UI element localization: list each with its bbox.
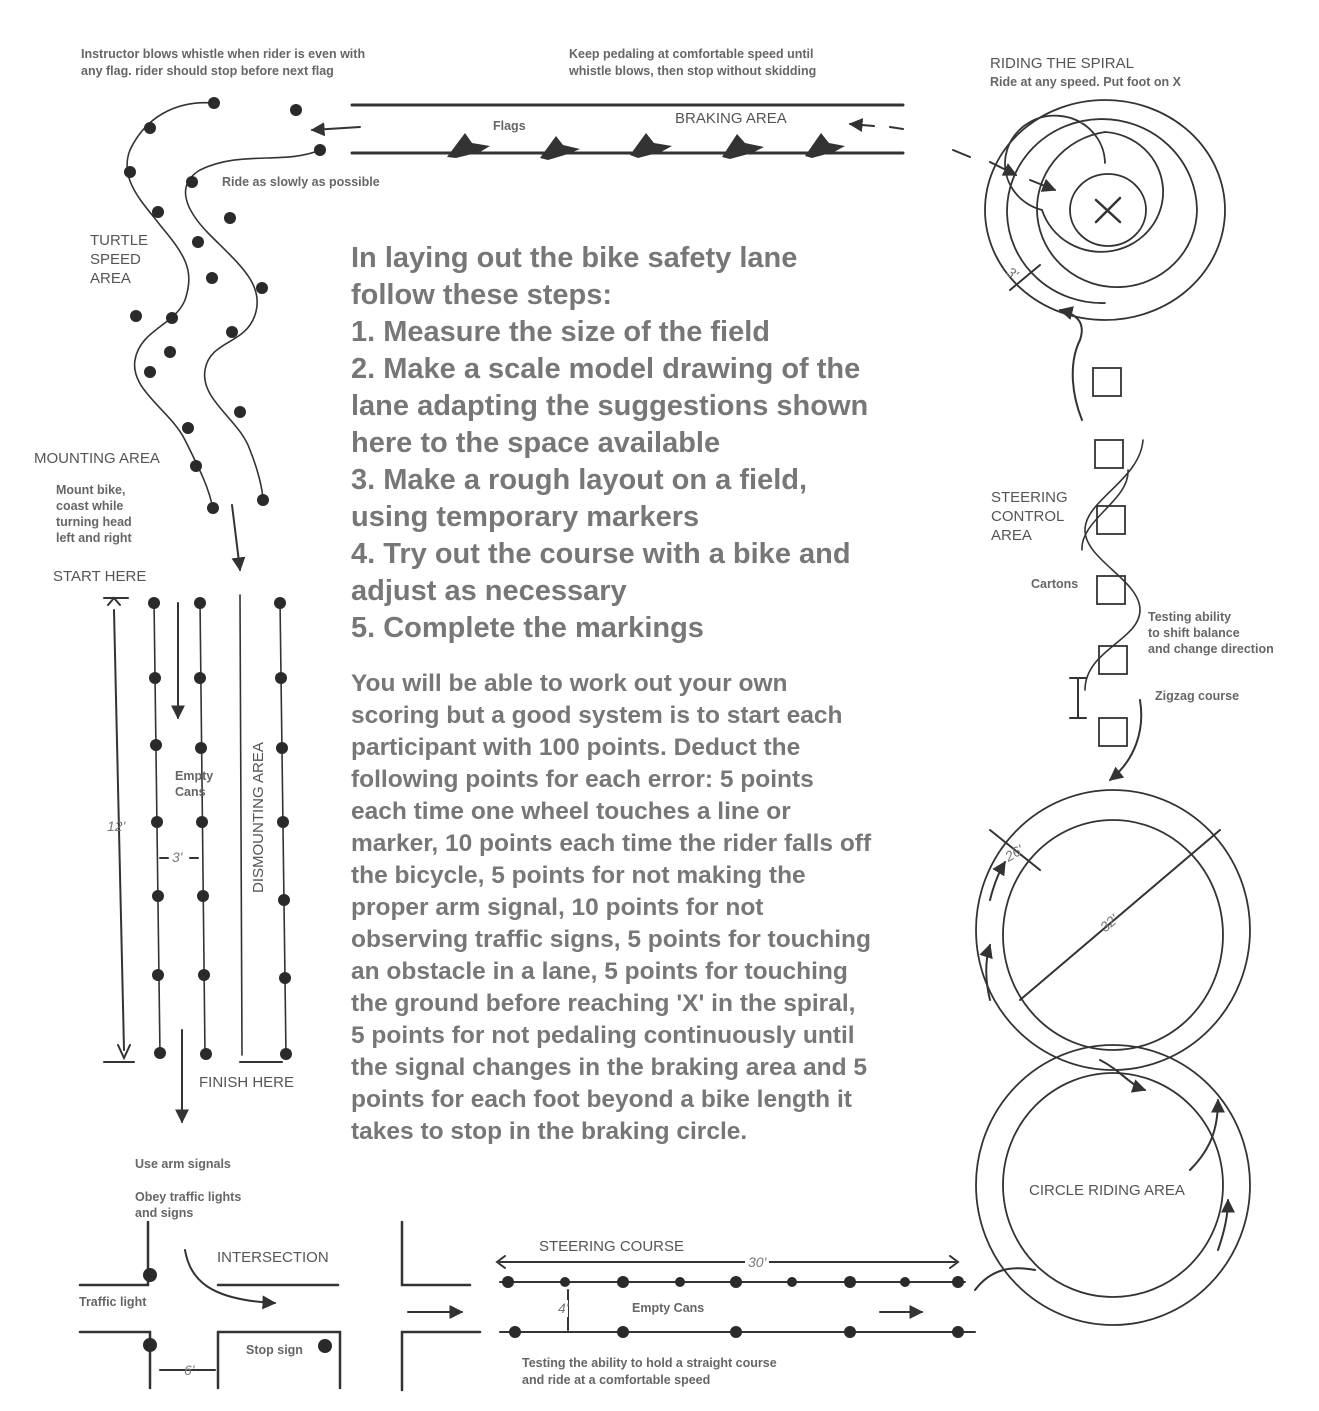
flag-markers (447, 133, 845, 160)
straight-course-note-line-1: Testing the ability to hold a straight c… (522, 1356, 777, 1370)
instructor-note-line-1: Instructor blows whistle when rider is e… (81, 47, 366, 61)
traffic-light-label: Traffic light (79, 1295, 147, 1309)
course-width-dimension: 4' (558, 1300, 569, 1317)
lane-width-dimension: 3' (172, 849, 183, 865)
stop-sign-label: Stop sign (246, 1343, 303, 1357)
circle-riding-area-title: CIRCLE RIDING AREA (1029, 1182, 1185, 1199)
course-empty-cans-label: Empty Cans (632, 1301, 705, 1315)
scoring-line: You will be able to work out your own (351, 670, 788, 697)
zigzag-course-label: Zigzag course (1155, 689, 1240, 703)
scoring-line: each time one wheel touches a line or (351, 798, 791, 825)
step-1: 1. Measure the size of the field (351, 316, 770, 348)
use-arm-signals-note: Use arm signals (135, 1157, 231, 1171)
steps-intro-line-1: In laying out the bike safety lane (351, 242, 798, 274)
spiral-note: Ride at any speed. Put foot on X (990, 75, 1181, 89)
ride-slowly-note: Ride as slowly as possible (222, 175, 380, 189)
spiral (952, 99, 1226, 421)
start-here-label: START HERE (53, 568, 147, 585)
intersection (78, 1220, 482, 1392)
step-5: 5. Complete the markings (351, 612, 704, 644)
riding-spiral-title: RIDING THE SPIRAL (990, 55, 1134, 72)
turtle-lane-dots (124, 97, 326, 514)
scoring-line: marker, 10 points each time the rider fa… (351, 830, 872, 857)
cartons-label: Cartons (1031, 577, 1079, 591)
keep-pedaling-line-2: whistle blows, then stop without skiddin… (569, 64, 817, 78)
scoring-line: the bicycle, 5 points for not making the (351, 862, 806, 889)
scoring-line: proper arm signal, 10 points for not (351, 894, 764, 921)
steering-course-dots (502, 1276, 964, 1338)
steering-course (495, 1255, 976, 1338)
scoring-line: the ground before reaching 'X' in the sp… (351, 990, 856, 1017)
start-lane-dots (148, 597, 292, 1060)
intersection-title: INTERSECTION (217, 1249, 329, 1266)
keep-pedaling-line-1: Keep pedaling at comfortable speed until (569, 47, 814, 61)
step-4-line-1: 4. Try out the course with a bike and (351, 538, 851, 570)
turtle-speed-lane (124, 97, 326, 572)
zigzag-course (1069, 367, 1144, 781)
step-3-line-1: 3. Make a rough layout on a field, (351, 464, 808, 496)
intersection-markers (143, 1268, 332, 1353)
scoring-line: points for each foot beyond a bike lengt… (351, 1086, 852, 1113)
flags-label: Flags (493, 119, 526, 133)
layout-steps: In laying out the bike safety lane follo… (351, 240, 951, 647)
instructor-note-line-2: any flag. rider should stop before next … (81, 64, 334, 78)
scoring-line: 5 points for not pedaling continuously u… (351, 1022, 855, 1049)
scoring-line: the signal changes in the braking area a… (351, 1054, 868, 1081)
steering-course-title: STEERING COURSE (539, 1238, 685, 1255)
braking-area (310, 103, 905, 160)
lane-length-dimension: 12' (107, 818, 126, 834)
step-3-line-2: using temporary markers (351, 501, 700, 533)
intersection-width-dimension: 6' (184, 1362, 195, 1378)
step-4-line-2: adjust as necessary (351, 575, 627, 607)
dismounting-area-title: DISMOUNTING AREA (250, 742, 267, 893)
start-lanes (103, 594, 292, 1124)
step-2-line-1: 2. Make a scale model drawing of the (351, 353, 861, 385)
finish-here-label: FINISH HERE (199, 1074, 295, 1091)
scoring-line: scoring but a good system is to start ea… (351, 702, 843, 729)
scoring-instructions: You will be able to work out your own sc… (351, 668, 961, 1148)
scoring-line: participant with 100 points. Deduct the (351, 734, 801, 761)
steps-intro-line-2: follow these steps: (351, 279, 613, 311)
step-2-line-3: here to the space available (351, 427, 721, 459)
scoring-line: takes to stop in the braking circle. (351, 1118, 748, 1145)
scoring-line: observing traffic signs, 5 points for to… (351, 926, 871, 953)
circle-riding-area (974, 789, 1251, 1326)
scoring-line: following points for each error: 5 point… (351, 766, 814, 793)
braking-area-title: BRAKING AREA (675, 110, 787, 127)
course-length-dimension: 30' (745, 1254, 770, 1271)
mounting-area-title: MOUNTING AREA (34, 450, 160, 467)
scoring-line: an obstacle in a lane, 5 points for touc… (351, 958, 848, 985)
step-2-line-2: lane adapting the suggestions shown (351, 390, 869, 422)
straight-course-note-line-2: and ride at a comfortable speed (522, 1373, 711, 1387)
